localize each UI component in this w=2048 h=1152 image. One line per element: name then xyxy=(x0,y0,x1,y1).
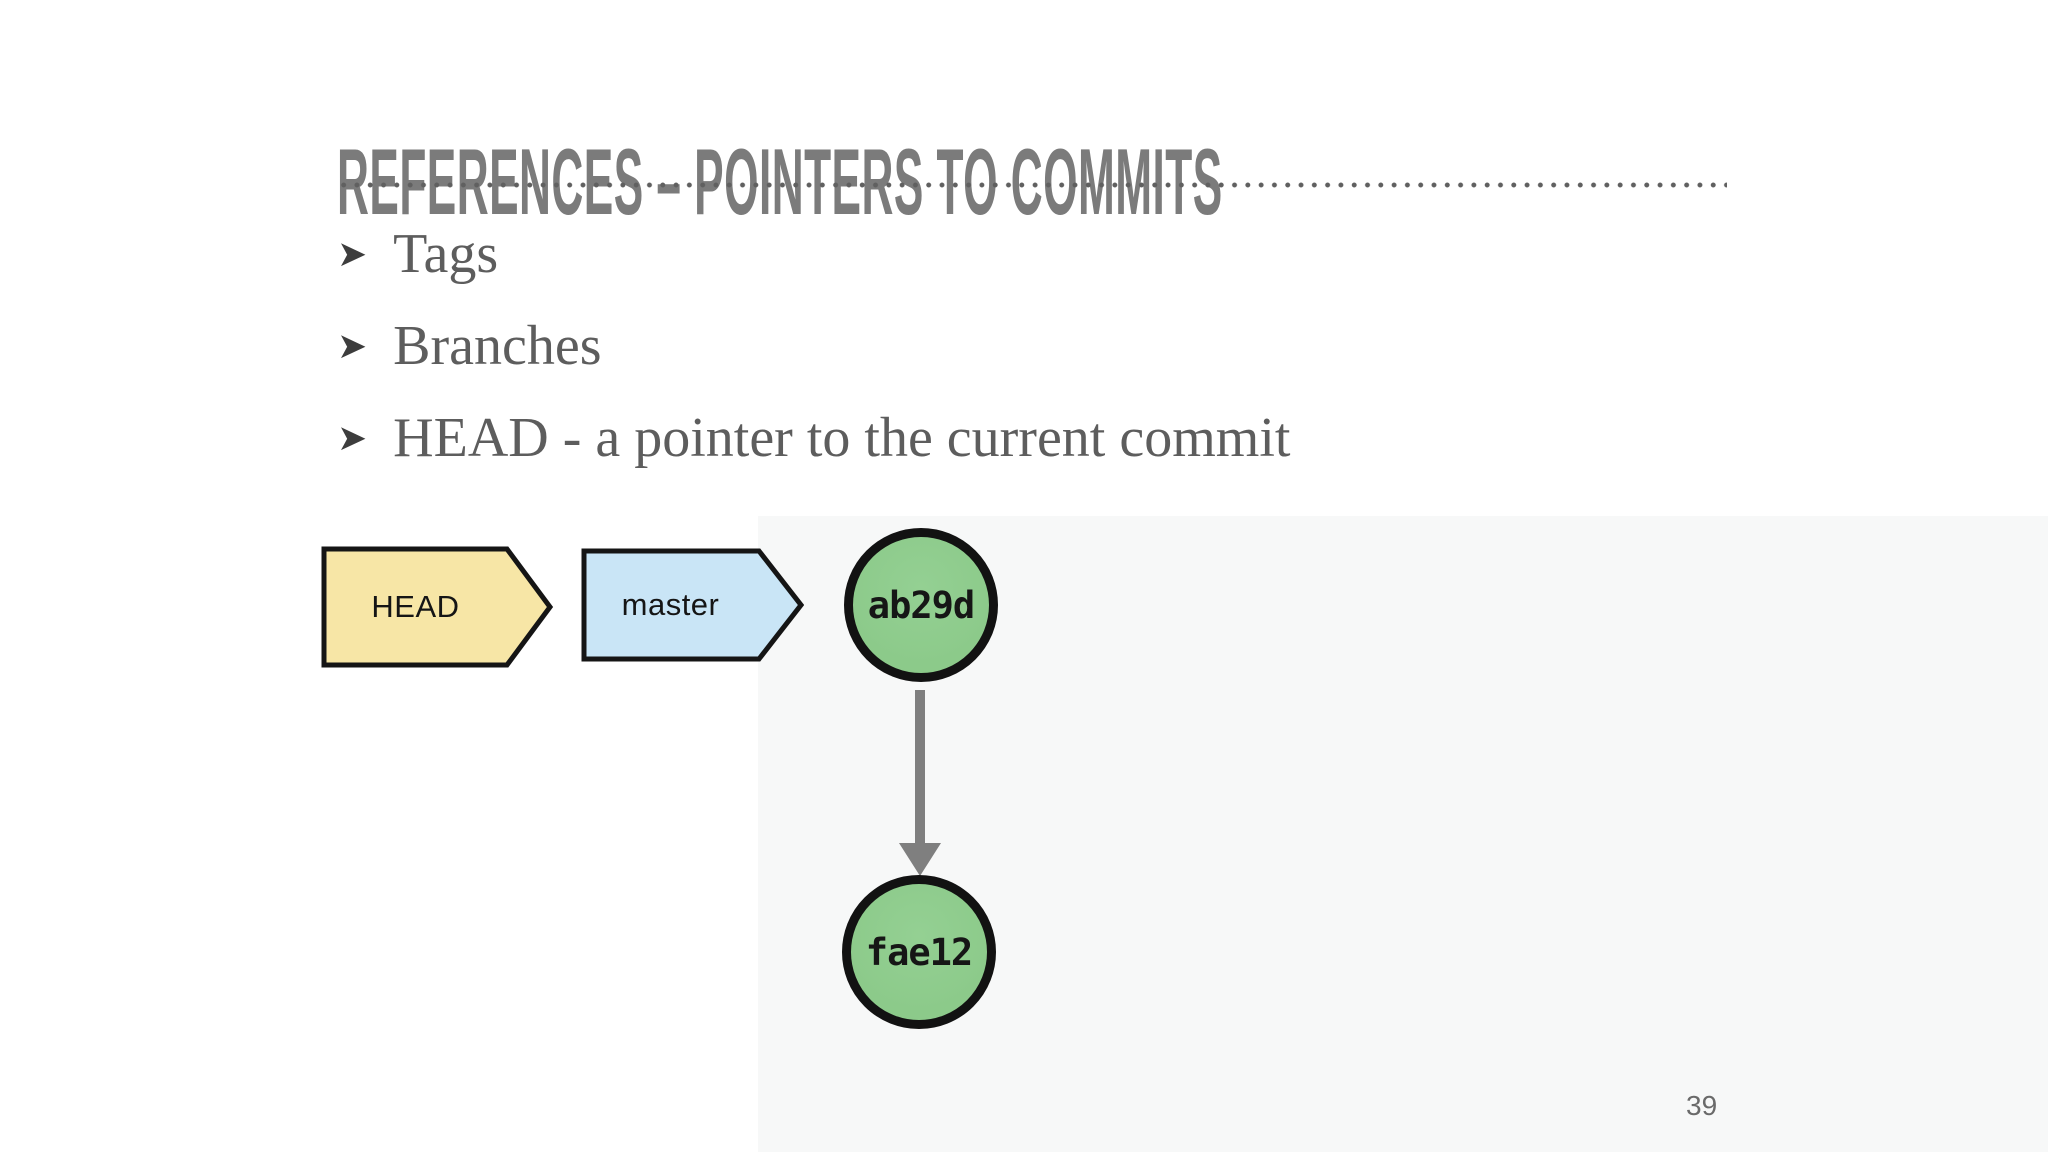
list-item: ➤ Branches xyxy=(337,300,1290,392)
head-tag-shape xyxy=(321,546,554,668)
list-item: ➤ HEAD - a pointer to the current commit xyxy=(337,392,1290,484)
arrow-bullet-icon: ➤ xyxy=(337,325,368,366)
master-branch-tag: master xyxy=(581,548,804,662)
commit-id-label: ab29d xyxy=(867,583,975,627)
page-number: 39 xyxy=(1686,1090,1718,1121)
bullet-label-branches: Branches xyxy=(393,315,602,377)
commit-node-ab29d: ab29d xyxy=(844,528,998,682)
bullet-label-head: HEAD - a pointer to the current commit xyxy=(393,407,1291,469)
dotted-divider xyxy=(337,181,1727,189)
commit-id-label: fae12 xyxy=(865,930,973,974)
list-item: ➤ Tags xyxy=(337,208,1290,300)
head-tag-label: HEAD xyxy=(371,589,460,624)
bullet-list: ➤ Tags ➤ Branches ➤ HEAD - a pointer to … xyxy=(337,208,1290,484)
arrow-down-icon xyxy=(899,843,941,876)
commit-node-fae12: fae12 xyxy=(842,875,996,1029)
master-tag-label: master xyxy=(621,587,720,622)
arrow-bullet-icon: ➤ xyxy=(337,233,368,274)
head-pointer-tag: HEAD xyxy=(321,546,554,668)
master-tag-shape xyxy=(581,548,804,662)
bullet-label-tags: Tags xyxy=(393,223,499,285)
commit-edge-line xyxy=(915,690,925,843)
arrow-bullet-icon: ➤ xyxy=(337,417,368,458)
